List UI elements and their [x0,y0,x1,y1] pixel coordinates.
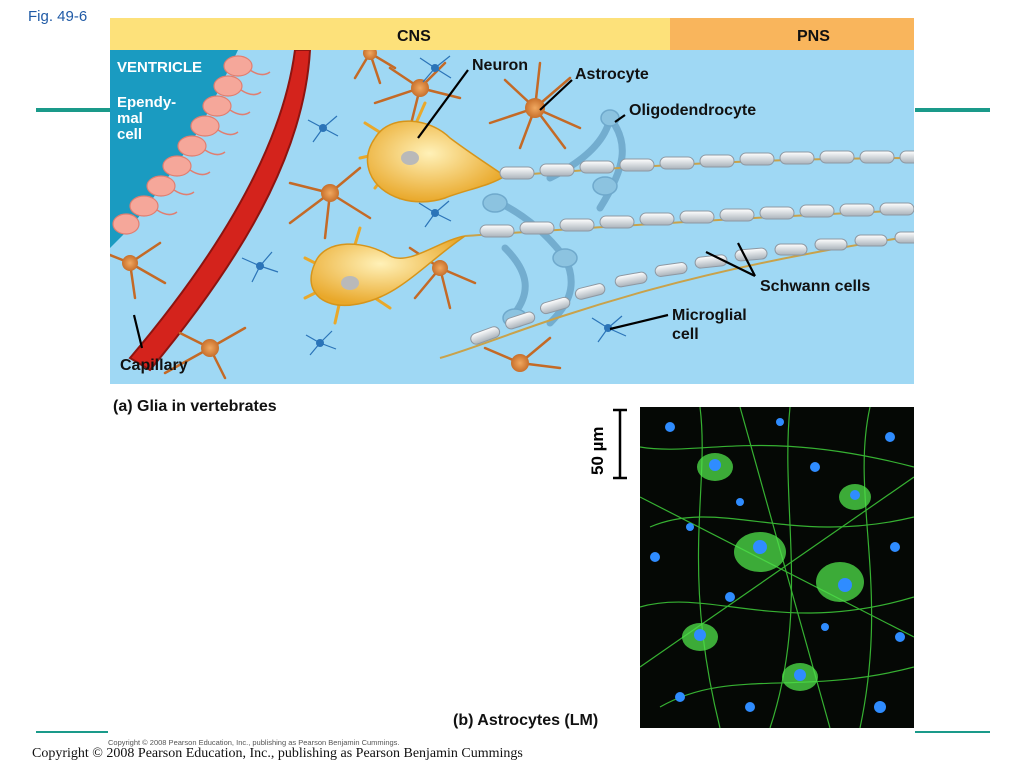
oligodendrocyte-label: Oligodendrocyte [629,102,757,119]
caption-b: (b) Astrocytes (LM) [453,712,599,729]
neuron-label: Neuron [472,57,528,74]
ependymal-cells [112,55,253,235]
copyright-footer: Copyright © 2008 Pearson Education, Inc.… [32,746,523,761]
pns-bar [670,18,914,50]
accent-rule-left-bottom [36,731,108,733]
myelin-middle [479,202,914,238]
accent-rule-right-top [915,108,990,112]
astrocyte-bodies [122,50,545,372]
capillary-label: Capillary [120,357,188,374]
ependymal-label-line-2: mal [117,110,143,127]
capillary-vessel [128,50,312,372]
microglial-label-line-2: cell [672,326,699,343]
ependymal-label-line-1: Ependy- [117,94,177,111]
myelin-lower [470,231,914,345]
scale-bar-label: 50 µm [588,426,607,475]
scale-bar [613,408,627,480]
cns-bar [110,18,670,50]
astrocyte-label: Astrocyte [575,66,649,83]
ventricle-label: VENTRICLE [117,59,203,76]
schwann-label: Schwann cells [760,278,871,295]
pns-label: PNS [797,28,830,45]
neuron-body-upper [366,120,507,203]
astrocytes-micrograph [640,407,914,728]
ependymal-label: Ependy- mal cell [117,93,176,144]
copyright-small: Copyright © 2008 Pearson Education, Inc.… [108,738,400,747]
microglial-label-line-1: Microglial [672,307,747,324]
microglial-label: Microglial cell [672,306,747,344]
accent-rule-right-bottom [915,731,990,733]
cns-label: CNS [397,28,431,45]
ependymal-label-line-3: cell [117,126,143,143]
leader-lines [132,69,756,349]
astrocyte-processes [110,51,582,380]
microglia [241,55,627,356]
caption-a: (a) Glia in vertebrates [113,398,277,415]
glia-diagram [110,18,914,384]
myelin-upper [499,150,914,180]
accent-rule-left-top [36,108,111,112]
figure-label: Fig. 49-6 [28,8,88,25]
